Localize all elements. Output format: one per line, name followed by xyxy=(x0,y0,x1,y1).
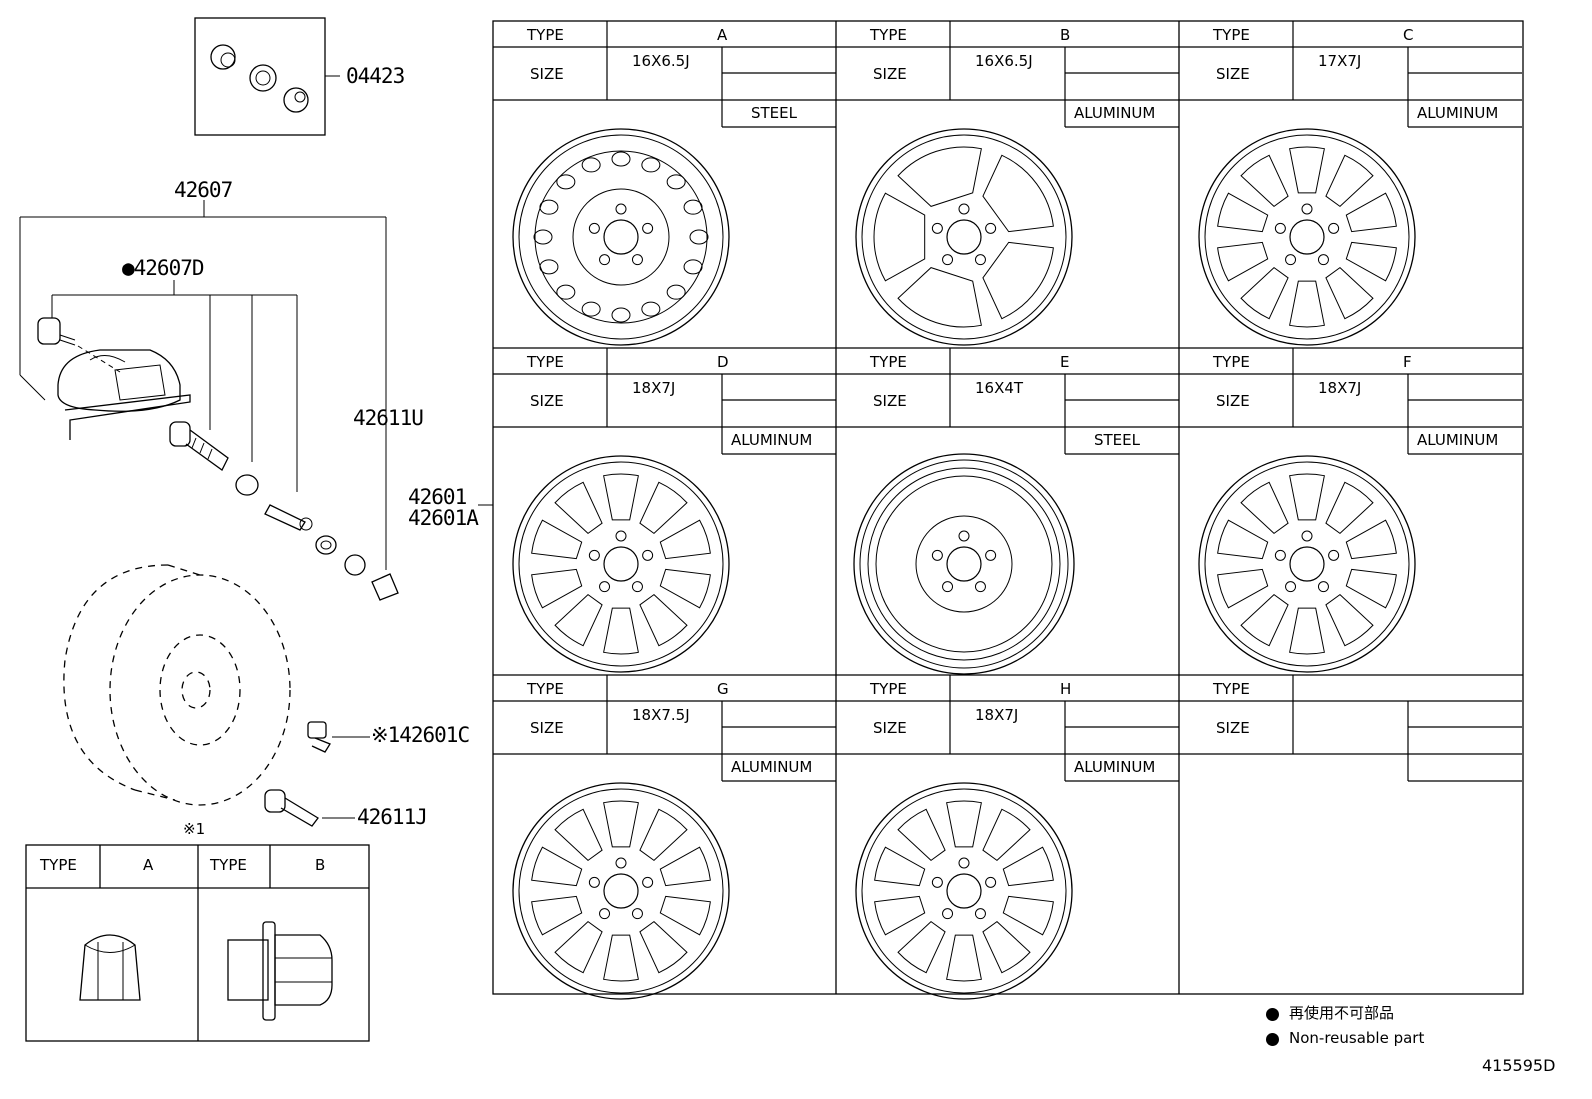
size-label: SIZE xyxy=(873,719,907,737)
size-label: SIZE xyxy=(530,65,564,83)
type-label: TYPE xyxy=(527,26,564,44)
type-label: TYPE xyxy=(870,353,907,371)
wheel-material: STEEL xyxy=(1094,431,1140,449)
nut-type-b-drawing xyxy=(227,921,333,1021)
nut-type-label-b: TYPE xyxy=(210,856,247,874)
part-number-42607[interactable]: 42607 xyxy=(174,178,233,202)
wheel-size-value: 17X7J xyxy=(1318,52,1362,70)
wheel-type-value: D xyxy=(717,353,729,371)
legend-english: Non-reusable part xyxy=(1289,1029,1425,1047)
wheel-g-drawing xyxy=(512,782,730,1000)
nut-type-b: B xyxy=(315,856,326,874)
type-label: TYPE xyxy=(1213,353,1250,371)
wheel-illustrations xyxy=(512,128,1416,1000)
valve-cap-drawing xyxy=(371,573,399,601)
repair-kit-parts xyxy=(210,44,309,113)
wheel-size-value: 18X7J xyxy=(1318,379,1362,397)
wheel-material: ALUMINUM xyxy=(1417,104,1499,122)
wheel-e-drawing xyxy=(853,453,1075,675)
wheel-material: ALUMINUM xyxy=(1074,758,1156,776)
non-reusable-bullet xyxy=(1266,1008,1279,1021)
wheel-h-drawing xyxy=(855,782,1073,1000)
nut-type-a-drawing xyxy=(79,934,141,1001)
part-number-04423[interactable]: 04423 xyxy=(346,64,405,88)
non-reusable-bullet-en xyxy=(1266,1033,1279,1046)
wheel-c-drawing xyxy=(1198,128,1416,346)
tire-drawing xyxy=(63,564,291,806)
type-label: TYPE xyxy=(527,353,564,371)
size-label: SIZE xyxy=(1216,719,1250,737)
part-number-42611j[interactable]: 42611J xyxy=(357,805,428,829)
nut-note-mark: ※1 xyxy=(183,820,206,838)
wheel-b-drawing xyxy=(855,128,1073,346)
rubber-valve-drawing xyxy=(264,789,355,827)
size-label: SIZE xyxy=(1216,392,1250,410)
size-label: SIZE xyxy=(530,392,564,410)
wheel-type-value: F xyxy=(1403,353,1412,371)
nut-type-label-a: TYPE xyxy=(40,856,77,874)
type-label: TYPE xyxy=(527,680,564,698)
wheel-type-value: H xyxy=(1060,680,1072,698)
valve-washer xyxy=(235,474,259,496)
part-number-42611u[interactable]: 42611U xyxy=(353,406,424,430)
part-number-42601c[interactable]: ※142601C xyxy=(371,723,470,747)
valve-core-drawing xyxy=(264,504,313,531)
tpms-sensor-drawing xyxy=(37,317,191,440)
type-label: TYPE xyxy=(1213,26,1250,44)
wheel-f-drawing xyxy=(1198,455,1416,673)
cell-grid-lines xyxy=(493,21,1522,782)
wheel-a-drawing xyxy=(512,128,730,346)
part-number-42601[interactable]: 42601 xyxy=(408,485,467,509)
wheel-size-value: 16X6.5J xyxy=(975,52,1033,70)
wheel-size-value: 18X7J xyxy=(975,706,1019,724)
size-label: SIZE xyxy=(530,719,564,737)
wheel-type-value: E xyxy=(1060,353,1070,371)
part-number-42601a[interactable]: 42601A xyxy=(408,506,479,530)
wheel-material: STEEL xyxy=(751,104,797,122)
wheel-size-value: 18X7.5J xyxy=(632,706,690,724)
type-label: TYPE xyxy=(870,680,907,698)
part-number-42607d[interactable]: ●42607D xyxy=(122,256,205,280)
size-label: SIZE xyxy=(873,392,907,410)
type-label: TYPE xyxy=(870,26,907,44)
wheel-size-value: 18X7J xyxy=(632,379,676,397)
nut-type-a: A xyxy=(143,856,154,874)
wheel-d-drawing xyxy=(512,455,730,673)
hub-bolt-drawing xyxy=(307,721,370,753)
wheel-type-value: G xyxy=(717,680,729,698)
legend-japanese: 再使用不可部品 xyxy=(1289,1004,1395,1022)
wheel-type-value: C xyxy=(1403,26,1414,44)
wheel-size-value: 16X6.5J xyxy=(632,52,690,70)
size-label: SIZE xyxy=(873,65,907,83)
size-label: SIZE xyxy=(1216,65,1250,83)
valve-stem-drawing xyxy=(169,421,229,471)
wheel-material: ALUMINUM xyxy=(731,431,813,449)
wheel-size-value: 16X4T xyxy=(975,379,1024,397)
wheel-material: ALUMINUM xyxy=(1417,431,1499,449)
wheel-type-value: A xyxy=(717,26,728,44)
wheel-material: ALUMINUM xyxy=(1074,104,1156,122)
type-label: TYPE xyxy=(1213,680,1250,698)
wheel-type-value: B xyxy=(1060,26,1071,44)
wheel-material: ALUMINUM xyxy=(731,758,813,776)
diagram-id: 415595D xyxy=(1482,1056,1556,1075)
